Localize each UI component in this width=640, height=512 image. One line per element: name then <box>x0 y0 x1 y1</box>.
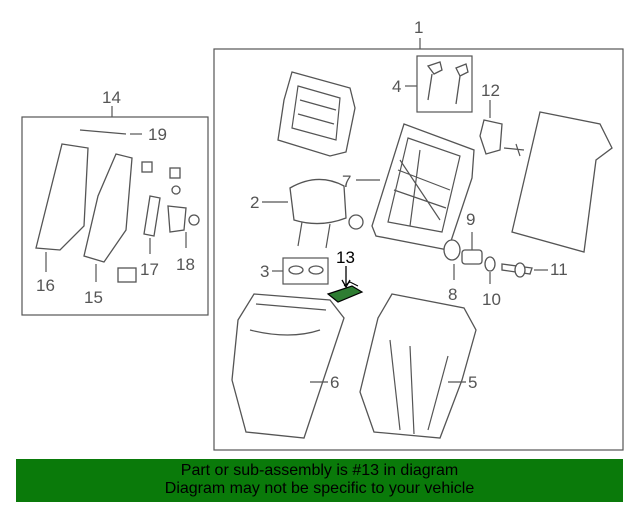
hinge-bracket-part[interactable]: 12 <box>479 81 525 157</box>
callout-13: 13 <box>336 248 355 267</box>
callout-15: 15 <box>84 288 103 307</box>
rod-part[interactable]: 19 <box>79 125 167 144</box>
callout-17: 17 <box>140 260 159 279</box>
spacer-part[interactable]: 10 <box>482 256 501 309</box>
side-bolster-left-part[interactable]: 16 <box>35 143 89 295</box>
seatback-frame-part[interactable] <box>277 71 356 157</box>
callout-5: 5 <box>468 373 477 392</box>
highlighted-part-13[interactable]: 13 <box>326 248 364 303</box>
callout-19: 19 <box>148 125 167 144</box>
main-assembly-frame: 1 <box>213 18 624 451</box>
callout-4: 4 <box>392 77 401 96</box>
callout-12: 12 <box>481 81 500 100</box>
callout-16: 16 <box>36 276 55 295</box>
callout-6: 6 <box>330 373 339 392</box>
seatback-cover-part[interactable]: 5 <box>359 293 477 439</box>
washer-part[interactable] <box>348 214 364 230</box>
callout-7: 7 <box>342 172 351 191</box>
clip-parts[interactable] <box>117 161 181 283</box>
seatback-panel-part[interactable]: 7 <box>342 123 475 251</box>
callout-2: 2 <box>250 193 259 212</box>
callout-9: 9 <box>466 210 475 229</box>
callout-18: 18 <box>176 255 195 274</box>
trim-strip-part[interactable]: 17 <box>140 195 161 279</box>
seatback-cushion-part[interactable]: 6 <box>231 293 345 439</box>
small-bracket-part[interactable]: 18 <box>167 205 200 274</box>
callout-11: 11 <box>550 260 568 279</box>
info-banner: Part or sub-assembly is #13 in diagram D… <box>16 459 623 502</box>
bushing-part[interactable]: 9 <box>461 210 483 265</box>
callout-14: 14 <box>102 88 121 107</box>
headrest-guides-part[interactable]: 3 <box>260 257 329 285</box>
ring-part[interactable]: 8 <box>443 239 461 304</box>
banner-line-1: Part or sub-assembly is #13 in diagram <box>180 462 459 479</box>
parts-diagram: 1 14 4 12 7 <box>21 18 624 451</box>
bolt-set-part[interactable]: 4 <box>392 55 473 113</box>
headrest-part[interactable]: 2 <box>250 178 347 249</box>
callout-8: 8 <box>448 285 457 304</box>
side-assembly-frame: 14 <box>21 88 209 316</box>
banner-line-2: Diagram may not be specific to your vehi… <box>164 480 475 497</box>
callout-1: 1 <box>414 18 423 37</box>
rear-panel-part[interactable] <box>511 111 613 253</box>
callout-3: 3 <box>260 262 269 281</box>
callout-10: 10 <box>482 290 501 309</box>
side-bolster-right-part[interactable]: 15 <box>83 153 133 307</box>
bolt-part[interactable]: 11 <box>501 260 568 279</box>
